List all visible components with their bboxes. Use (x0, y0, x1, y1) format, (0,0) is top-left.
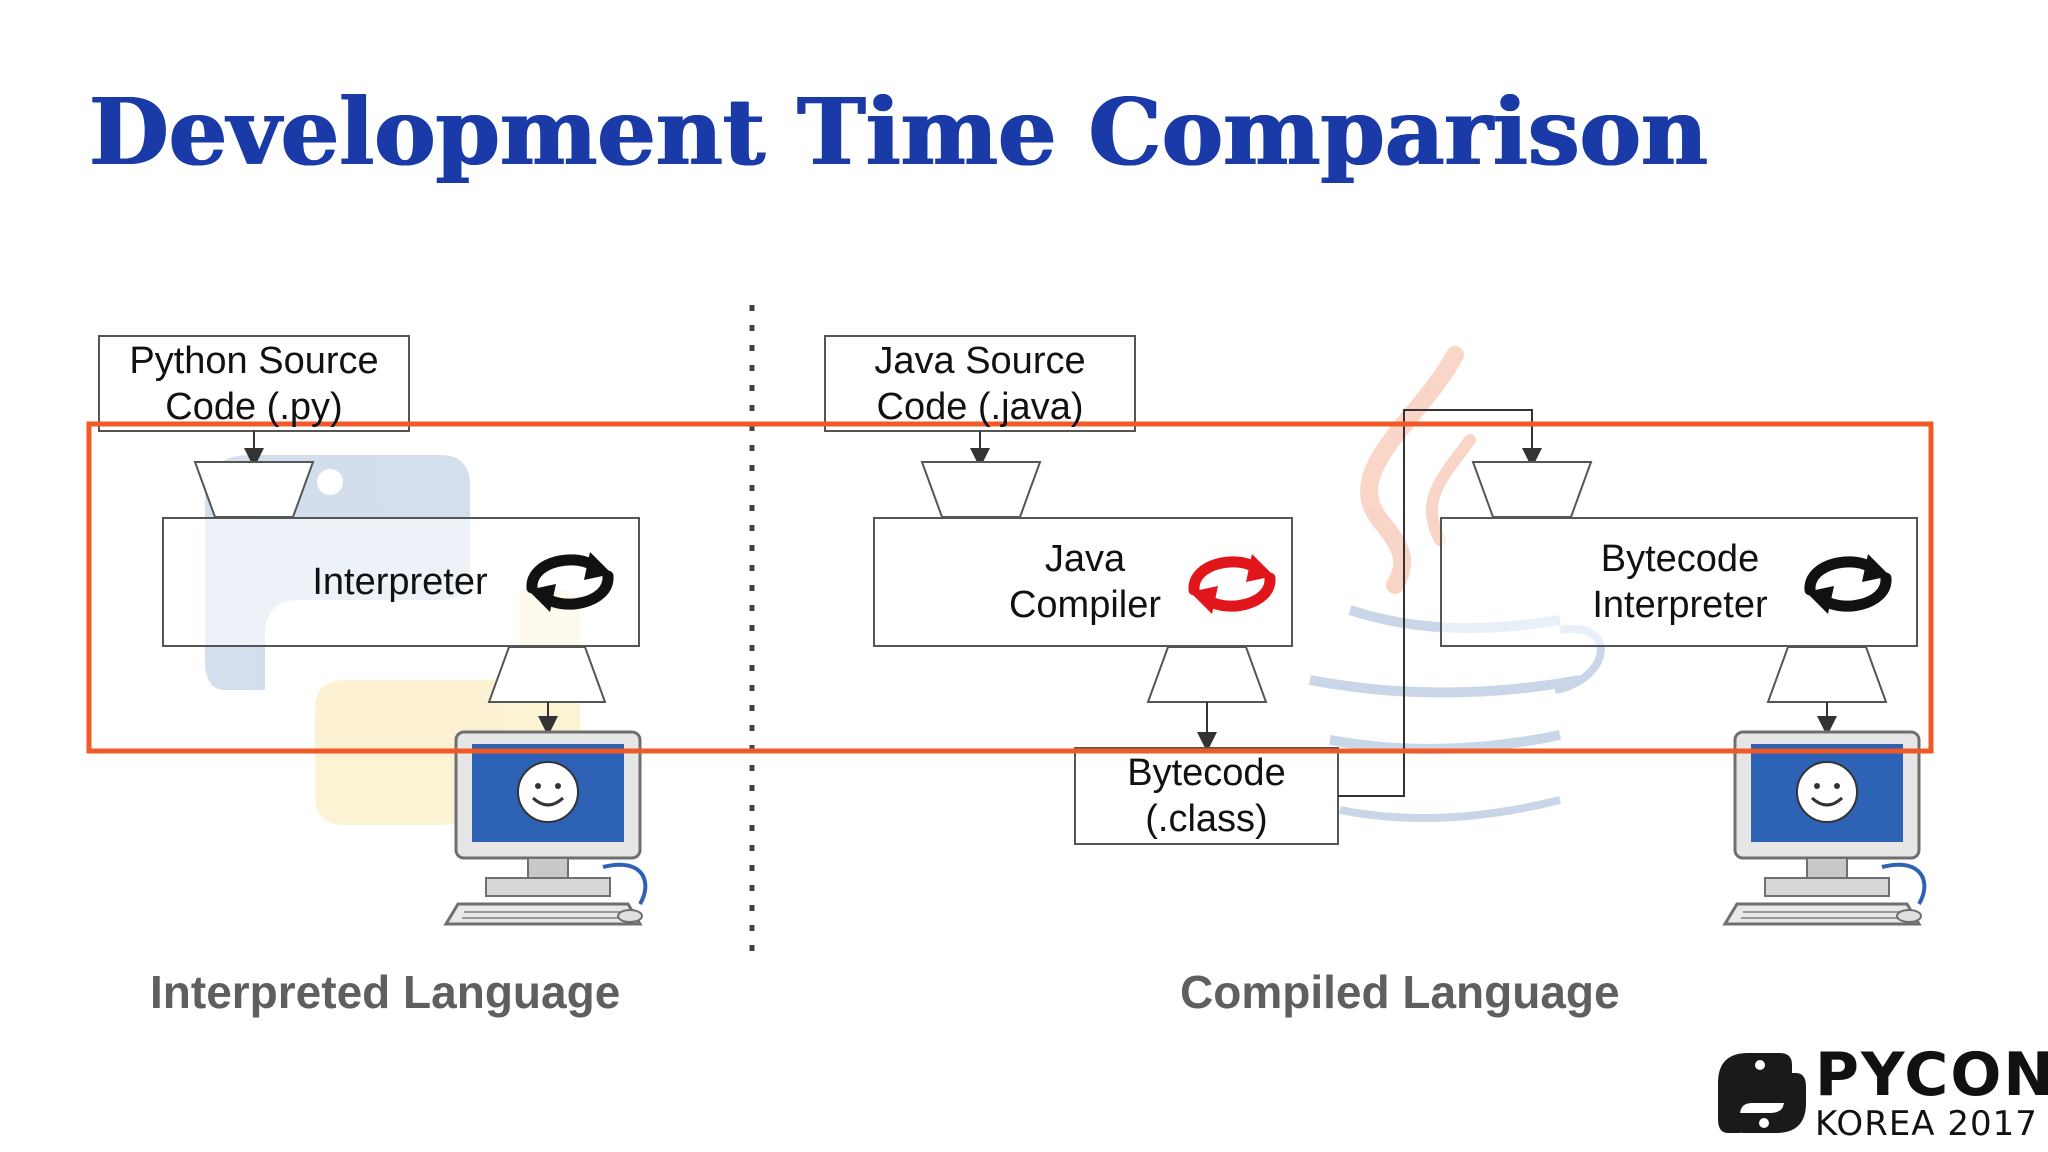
python-source-box (98, 335, 410, 432)
output-funnel (1766, 646, 1888, 703)
bytecode-interpreter-box (1440, 517, 1918, 647)
interpreter-box (162, 517, 640, 647)
output-funnel (1146, 646, 1268, 703)
python-source-label: Python Source Code (.py) (129, 339, 379, 428)
java-source-label: Java Source Code (.java) (874, 339, 1086, 428)
pycon-logo: PYCON KOREA 2017 (1815, 1045, 2048, 1143)
pycon-subtitle: KOREA 2017 (1815, 1104, 2038, 1144)
computer-icon (1723, 730, 1927, 926)
java-compiler-box (873, 517, 1293, 647)
highlight-frame (86, 421, 1934, 754)
bytecode-interpreter-label: Bytecode Interpreter (1592, 538, 1768, 626)
java-source-box (824, 335, 1136, 432)
interpreter-label: Interpreter (312, 561, 488, 603)
output-funnel (487, 646, 607, 703)
input-funnel (193, 461, 315, 518)
compiled-language-label: Compiled Language (1180, 966, 1620, 1018)
slide-title: Development Time Comparison (88, 78, 1707, 186)
java-compiler-label: Java Compiler (1008, 538, 1162, 626)
input-funnel (1471, 461, 1593, 518)
pycon-logo-icon (1718, 1053, 1806, 1133)
bytecode-label: Bytecode (.class) (1127, 752, 1286, 840)
interpreted-language-label: Interpreted Language (150, 966, 621, 1018)
input-funnel (920, 461, 1042, 518)
computer-icon (444, 730, 648, 926)
pycon-name: PYCON (1815, 1040, 2048, 1110)
